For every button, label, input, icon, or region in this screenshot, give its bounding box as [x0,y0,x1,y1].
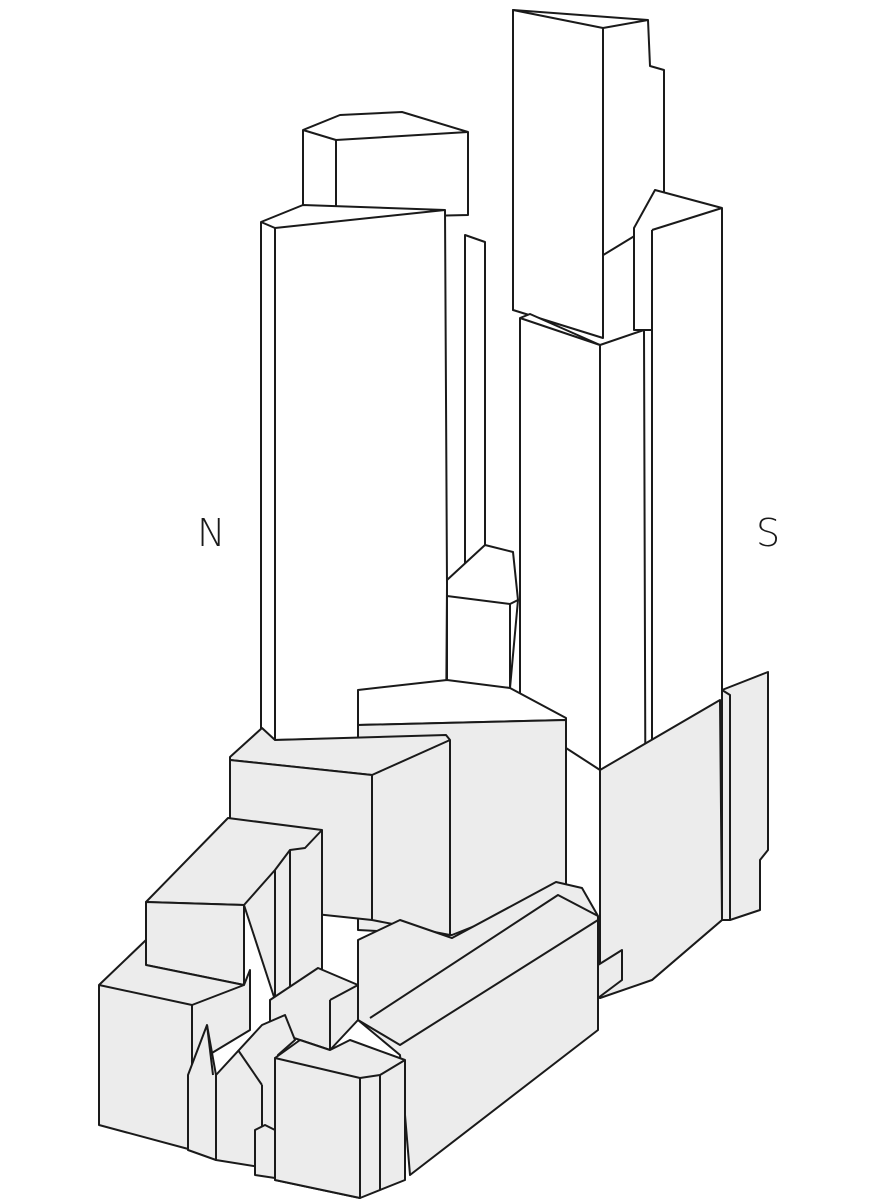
south-tower-base-shade [597,671,769,999]
tower-north-back [464,234,486,583]
tower-north-crown [302,111,469,219]
connector-block [446,544,519,689]
tower-north-main [260,204,448,741]
base-slab-front [357,881,599,1176]
south-label: S [756,511,781,555]
north-label: N [197,511,226,555]
base-left-block [98,939,251,1151]
base-front-center [274,1039,406,1199]
tower-tall-center [512,9,665,339]
base-courtyard-block [269,967,359,1051]
entry-box [254,1124,276,1179]
